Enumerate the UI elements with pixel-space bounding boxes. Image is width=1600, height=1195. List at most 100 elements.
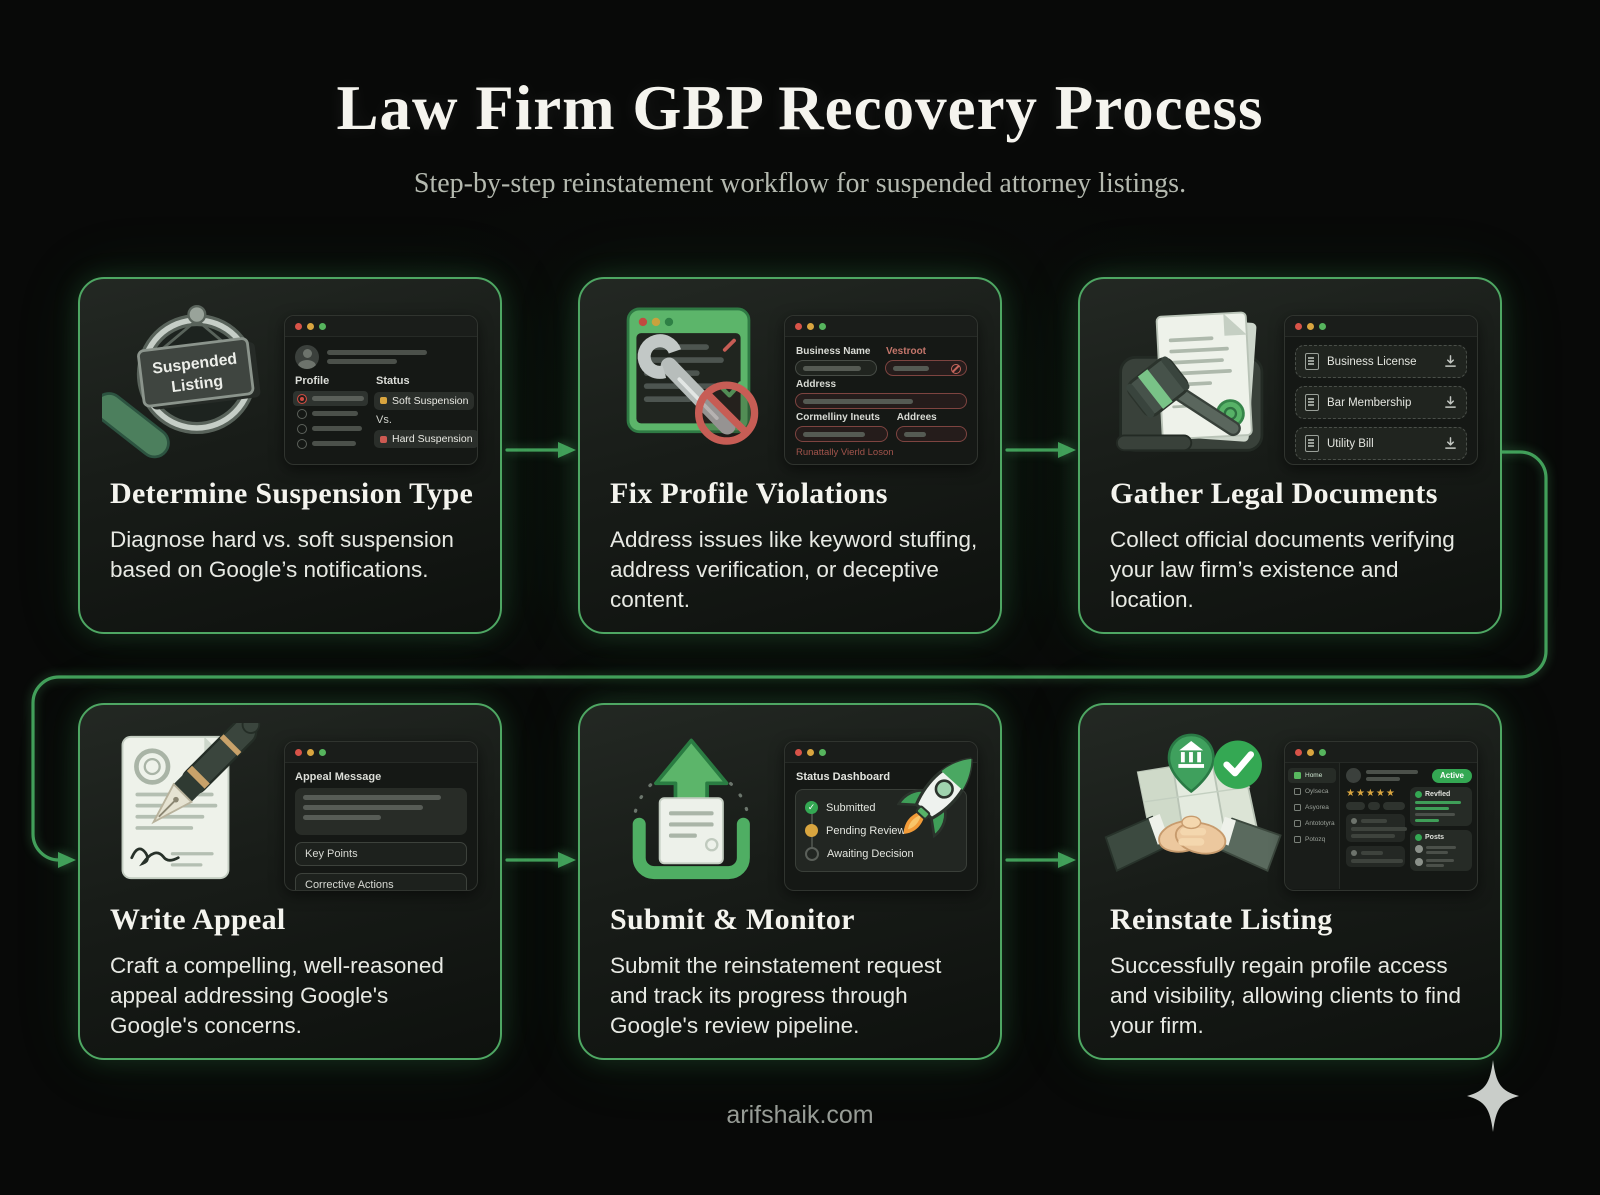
addrees-input [895,426,967,442]
review-list-item [1346,814,1407,842]
home-icon [1294,772,1301,779]
error-icon [951,363,961,374]
step-description: Successfully regain profile access and v… [1110,953,1462,1038]
window-titlebar [285,742,477,763]
step-title: Determine Suspension Type [110,477,474,510]
step-title: Submit & Monitor [610,903,855,936]
window-titlebar [785,742,977,763]
step-description: Craft a compelling, well-reasoned appeal… [110,953,444,1038]
active-status-badge: Active [1431,768,1472,783]
step-card-write-appeal: Appeal Message Key Points Corrective Act… [78,703,502,1060]
sparkle-icon [1467,1060,1519,1132]
cormelliny-input [795,426,888,442]
sidebar-icon [1294,820,1301,827]
suspension-status-window: Profile Status Soft Suspension Vs. Hard … [284,315,478,465]
document-row-utility-bill: Utility Bill [1295,427,1467,460]
five-star-rating: ★★★★★ [1346,788,1396,799]
handshake-map-verified-icon [1104,733,1282,873]
status-dashboard-window: Status Dashboard ✓ Submitted Pending Rev… [784,741,978,891]
step-description: Submit the reinstatement request and tra… [610,953,942,1038]
window-titlebar [785,316,977,337]
check-circle-icon: ✓ [805,801,818,814]
business-name-input [795,360,877,376]
reinstated-profile-window: Home Oylseca Asyorea Antototyra Potozq A… [1284,741,1478,891]
step-title: Reinstate Listing [1110,903,1333,936]
download-icon [1445,396,1456,408]
status-dashboard-label: Status Dashboard [796,771,891,783]
footer-site: arifshaik.com [726,1101,874,1129]
step-card-fix-profile-violations: Business Name Vestroot Address [578,277,1002,634]
soft-suspension-chip: Soft Suspension [374,391,475,410]
profile-row [293,421,368,436]
step-title: Write Appeal [110,903,286,936]
suspended-badge-line2: Listing [170,373,223,396]
appeal-form-window: Appeal Message Key Points Corrective Act… [284,741,478,891]
sidebar-item-home: Home [1288,768,1336,783]
verified-panel: Revfled [1410,787,1472,826]
sidebar-item: Antototyra [1288,816,1336,831]
appeal-message-label: Appeal Message [295,771,382,783]
document-icon [1305,394,1319,411]
document-icon [1305,435,1319,452]
window-titlebar [1285,742,1477,763]
step-description: Diagnose hard vs. soft suspension based … [110,527,454,582]
red-status-dot [297,393,307,404]
sidebar-item: Asyorea [1288,800,1336,815]
sidebar-icon [1294,836,1301,843]
document-row-business-license: Business License [1295,345,1467,378]
rocket-icon [897,757,973,839]
filter-chips [1346,802,1405,810]
profile-row [293,436,368,451]
traffic-light-green [319,322,326,330]
green-check-icon [1415,791,1422,798]
cormelliny-label: Cormelliny Ineuts [796,412,880,423]
flagged-input [885,360,967,376]
step-card-gather-legal-documents: Business License Bar Membership Utility … [1078,277,1502,634]
step-title: Gather Legal Documents [1110,477,1438,510]
download-icon [1445,437,1456,449]
step-description: Address issues like keyword stuffing, ad… [610,527,978,612]
window-titlebar [285,316,477,337]
hard-suspension-chip: Hard Suspension [374,430,477,448]
traffic-light-red [295,322,302,330]
profile-row [293,406,368,421]
posts-panel: Posts [1410,830,1472,871]
profile-column-header: Profile [295,375,330,387]
profile-row-selected [293,391,368,406]
download-icon [1445,355,1456,367]
documents-checklist-window: Business License Bar Membership Utility … [1284,315,1478,465]
address-input [795,393,967,409]
key-points-field: Key Points [295,842,467,866]
yellow-square-icon [380,397,387,404]
business-name-label: Business Name [796,346,871,357]
step-card-submit-monitor: Status Dashboard ✓ Submitted Pending Rev… [578,703,1002,1060]
vs-label: Vs. [376,413,392,426]
validation-error-text: Runattally Vierld Loson [796,447,894,458]
page-subtitle: Step-by-step reinstatement workflow for … [413,168,1187,199]
sidebar-icon [1294,804,1301,811]
page-title: Law Firm GBP Recovery Process [336,73,1264,143]
avatar [1346,768,1361,783]
step-card-reinstate-listing: Home Oylseca Asyorea Antototyra Potozq A… [1078,703,1502,1060]
vestroot-label: Vestroot [886,346,927,357]
sidebar-item: Oylseca [1288,784,1336,799]
step-title: Fix Profile Violations [610,477,888,510]
magnifier-suspended-listing-icon: Suspended Listing [102,304,261,459]
document-row-bar-membership: Bar Membership [1295,386,1467,419]
appeal-letter-pen-icon [121,723,261,880]
corrective-actions-field: Corrective Actions [295,873,467,890]
addrees-label: Addrees [896,412,937,423]
upload-submit-icon [632,738,750,880]
appeal-message-textarea [295,788,467,835]
gavel-documents-icon [1115,311,1264,452]
traffic-light-yellow [307,322,314,330]
review-list-item [1346,846,1405,867]
pending-dot-icon [805,824,818,837]
status-column-header: Status [376,375,410,387]
dashboard-sidebar: Home Oylseca Asyorea Antototyra Potozq [1285,763,1340,889]
avatar [295,345,319,369]
profile-form-window: Business Name Vestroot Address [784,315,978,465]
wrench-violation-icon [626,307,759,445]
red-square-icon [380,435,387,443]
